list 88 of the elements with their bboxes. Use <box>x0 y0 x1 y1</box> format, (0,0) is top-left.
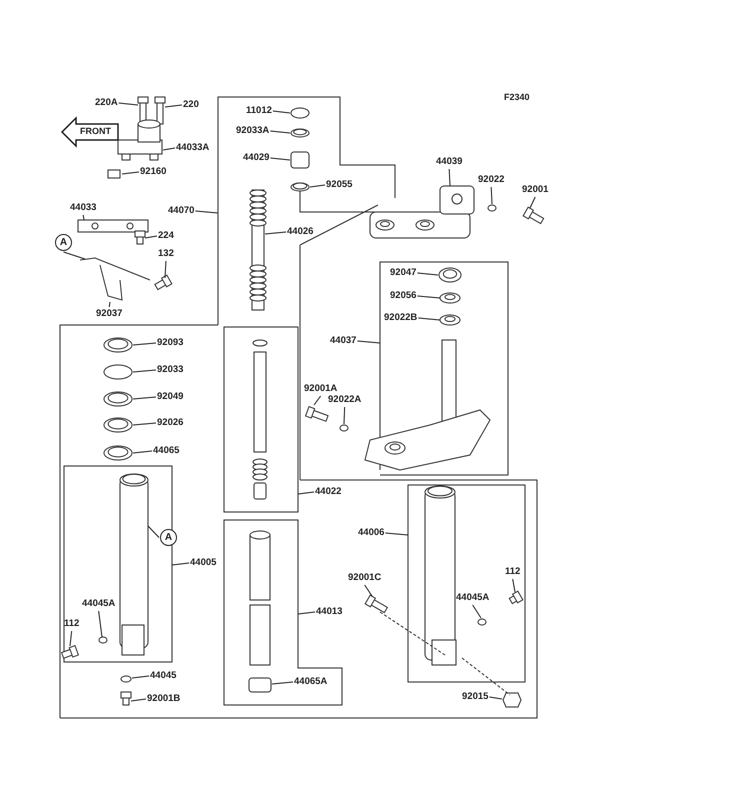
leader-line <box>164 104 182 108</box>
part-number: 92033A <box>236 125 270 137</box>
leader-line <box>130 698 146 702</box>
part-number: 44029 <box>243 152 270 164</box>
leader-line <box>122 172 140 174</box>
part-number: 92056 <box>390 290 416 302</box>
part-number: 92001C <box>348 572 382 584</box>
leader-line <box>172 562 190 566</box>
leader-line <box>108 302 110 308</box>
part-number: 220 <box>183 99 199 111</box>
part-number: 44033 <box>70 202 96 214</box>
part-number: 92015 <box>462 691 488 703</box>
leader-line <box>82 214 84 220</box>
part-number: 92049 <box>157 391 184 403</box>
leader-line <box>272 110 290 114</box>
part-number: 92022B <box>384 312 418 324</box>
part-number: 44006 <box>358 527 384 539</box>
leader-line <box>384 532 408 536</box>
leader-line <box>310 184 326 188</box>
direction-label: FRONT <box>80 126 111 136</box>
leader-line <box>472 604 482 618</box>
leader-line <box>270 130 290 134</box>
leader-line <box>298 492 314 494</box>
part-number: 92001 <box>522 184 548 196</box>
leader-line <box>416 296 440 298</box>
leader-line <box>364 584 372 596</box>
leader-line <box>448 168 450 186</box>
part-number: 44022 <box>315 486 342 498</box>
part-number: 92001A <box>304 383 338 395</box>
part-number: 92055 <box>326 179 352 191</box>
leader-line <box>118 102 138 106</box>
leader-line <box>512 578 516 592</box>
part-number: 44005 <box>190 557 216 569</box>
leader-line <box>63 252 86 260</box>
leader-line <box>132 450 152 454</box>
part-number: 44065A <box>294 676 328 688</box>
part-number: 220A <box>95 97 118 109</box>
leader-line <box>530 196 536 208</box>
reference-letter: A <box>55 234 72 251</box>
leader-line <box>418 318 440 320</box>
leader-line <box>98 610 102 638</box>
leader-line <box>132 676 150 678</box>
part-number: 11012 <box>246 105 272 117</box>
part-number: 44013 <box>316 606 342 618</box>
reference-letter: A <box>160 529 177 546</box>
leader-line <box>272 682 294 684</box>
leader-line <box>264 232 286 234</box>
diagram-code: F2340 <box>504 92 530 102</box>
leader-line <box>148 526 160 538</box>
part-number: 224 <box>158 230 174 242</box>
part-number: 92033 <box>157 364 184 376</box>
leader-line <box>164 260 166 278</box>
leader-line <box>132 342 156 346</box>
leader-line <box>132 396 156 400</box>
part-number: 92093 <box>157 337 184 349</box>
part-number: 112 <box>64 618 80 630</box>
part-number: 92022A <box>328 394 362 406</box>
leader-line <box>314 396 322 406</box>
leader-line <box>344 406 346 424</box>
leader-line <box>194 210 218 214</box>
part-number: 44045A <box>82 598 116 610</box>
leader-line <box>132 370 156 372</box>
leader-line <box>270 158 290 160</box>
part-number: 44070 <box>168 205 194 217</box>
leader-line <box>356 340 380 344</box>
part-number: 44037 <box>330 335 356 347</box>
part-number: 132 <box>158 248 174 260</box>
part-number: 44033A <box>176 142 210 154</box>
part-number: 112 <box>505 566 520 578</box>
leader-line <box>132 422 156 426</box>
part-number: 92047 <box>390 267 416 279</box>
leader-line <box>416 272 438 276</box>
part-number: 44065 <box>153 445 180 457</box>
part-number: 92022 <box>478 174 504 186</box>
part-number: 44026 <box>287 226 314 238</box>
part-number: 92026 <box>157 417 184 429</box>
leader-line <box>490 186 492 204</box>
leader-line <box>488 696 502 700</box>
leader-line <box>298 612 316 614</box>
leader-line <box>162 148 176 150</box>
leader-line <box>144 236 158 238</box>
leader-line <box>70 630 72 646</box>
part-number: 92001B <box>147 693 180 705</box>
part-number: 44045 <box>150 670 176 682</box>
part-number: 92160 <box>140 166 166 178</box>
part-number: 44045A <box>456 592 490 604</box>
part-number: 92037 <box>96 308 122 320</box>
part-number: 44039 <box>436 156 462 168</box>
